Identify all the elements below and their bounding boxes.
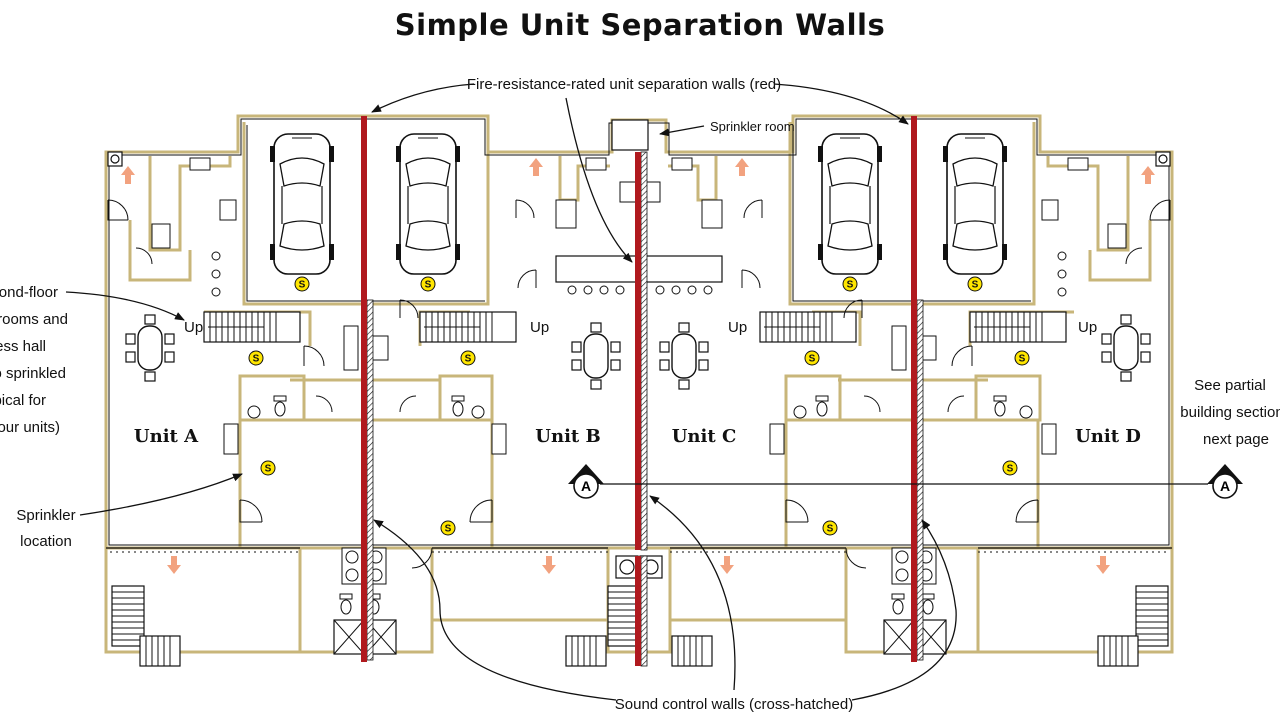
sprinkler-icon <box>294 276 310 292</box>
sound-wall-a-b <box>366 299 374 661</box>
section-marker-label: A <box>1220 478 1230 494</box>
svg-text:next page: next page <box>1203 431 1269 448</box>
sound-walls-callout: Sound control walls (cross-hatched) <box>615 696 853 713</box>
svg-text:our units): our units) <box>0 419 60 436</box>
sprinkler-label: S <box>425 280 432 291</box>
unit-b-label: Unit B <box>535 426 600 447</box>
sprinkler-icon <box>804 350 820 366</box>
sprinkler-label: S <box>445 524 452 535</box>
svg-text:ond-floor: ond-floor <box>0 284 58 301</box>
sprinkler-icon <box>460 350 476 366</box>
sprinkler-icon <box>420 276 436 292</box>
sprinkler-room <box>611 119 649 151</box>
svg-text:ess hall: ess hall <box>0 338 46 355</box>
exit-arrows <box>121 158 1155 574</box>
fire-walls-callout: Fire-resistance-rated unit separation wa… <box>467 76 781 93</box>
sprinkler-label: S <box>299 280 306 291</box>
svg-text:rooms and: rooms and <box>0 311 68 328</box>
sprinkler-room-callout: Sprinkler room <box>710 119 795 134</box>
svg-text:o sprinkled: o sprinkled <box>0 365 66 382</box>
section-marker-right: A <box>1207 464 1243 499</box>
svg-text:location: location <box>20 533 72 550</box>
svg-text:Sprinkler: Sprinkler <box>16 507 75 524</box>
sprinkler-label: S <box>1019 354 1026 365</box>
sprinkler-icon <box>822 520 838 536</box>
unit-a-label: Unit A <box>134 426 199 447</box>
stair-up-label: Up <box>728 319 747 336</box>
sprinkler-label: S <box>465 354 472 365</box>
sprinkler-label: S <box>1007 464 1014 475</box>
stair-up-label: Up <box>184 319 203 336</box>
page-title: Simple Unit Separation Walls <box>394 8 886 42</box>
sprinkler-icon <box>1002 460 1018 476</box>
sprinkler-location-callout: Sprinkler location <box>16 507 75 550</box>
sprinkler-icon <box>967 276 983 292</box>
section-marker-left: A <box>568 464 604 499</box>
sprinkler-label: S <box>847 280 854 291</box>
sprinkler-icon <box>248 350 264 366</box>
second-floor-callout: ond-floor rooms and ess hall o sprinkled… <box>0 284 68 436</box>
stair-up-label: Up <box>530 319 549 336</box>
sprinkler-label: S <box>265 464 272 475</box>
sprinkler-symbols: S S S S S S S S S S S S <box>248 276 1030 536</box>
svg-text:See partial: See partial <box>1194 377 1266 394</box>
sprinkler-label: S <box>827 524 834 535</box>
fire-wall-b-c <box>635 152 641 550</box>
sound-wall-c-d <box>916 299 924 661</box>
sound-wall-b-c <box>640 151 648 551</box>
svg-text:pical for: pical for <box>0 392 46 409</box>
svg-text:building section: building section <box>1180 404 1280 421</box>
sprinkler-label: S <box>253 354 260 365</box>
sprinkler-icon <box>842 276 858 292</box>
unit-c-label: Unit C <box>672 426 737 447</box>
section-ref-callout: See partial building section next page <box>1180 377 1280 448</box>
sprinkler-label: S <box>972 280 979 291</box>
sprinkler-icon <box>440 520 456 536</box>
fire-wall-c-d <box>911 116 917 662</box>
section-marker-label: A <box>581 478 591 494</box>
stair-up-label: Up <box>1078 319 1097 336</box>
sprinkler-icon <box>1014 350 1030 366</box>
sprinkler-icon <box>260 460 276 476</box>
fire-wall-a-b <box>361 116 367 662</box>
unit-d-label: Unit D <box>1075 426 1141 447</box>
sprinkler-label: S <box>809 354 816 365</box>
